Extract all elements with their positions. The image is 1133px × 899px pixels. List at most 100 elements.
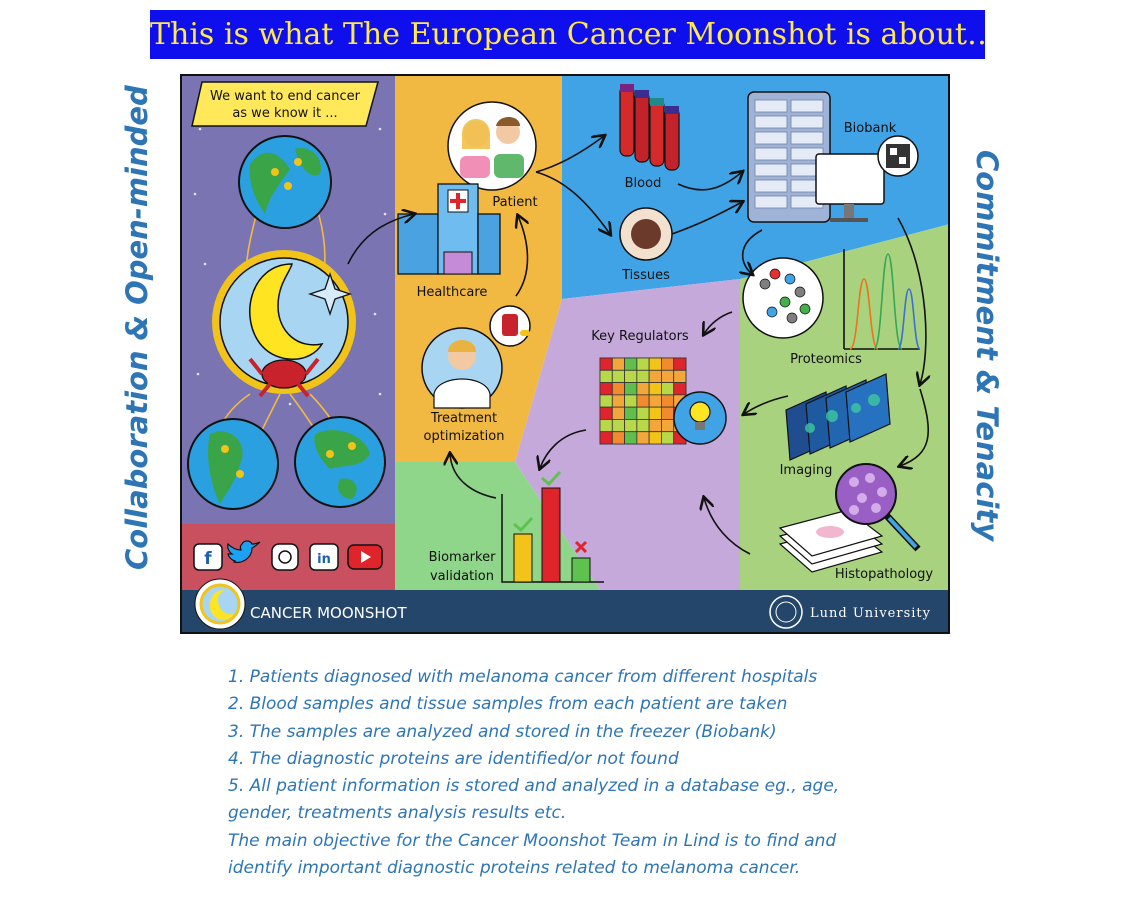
histopathology-slides-icon [778, 509, 884, 573]
heatmap-cell [648, 431, 662, 445]
heatmap-cell [648, 394, 662, 408]
heatmap-cell [624, 394, 638, 408]
heatmap-cell [599, 394, 613, 408]
biobank-label: Biobank [844, 121, 897, 136]
heatmap-cell [611, 431, 625, 445]
note-line: identify important diagnostic proteins r… [228, 858, 801, 879]
note-line: 2. Blood samples and tissue samples from… [228, 694, 788, 715]
heatmap-cell [611, 369, 625, 383]
heatmap-cell [636, 369, 650, 383]
left-side-caption: Collaboration & Open-minded [120, 85, 154, 570]
heatmap-cell [611, 394, 625, 408]
heatmap-cell [661, 406, 675, 420]
instagram-icon[interactable] [271, 543, 299, 571]
moon-crab-logo [212, 250, 356, 398]
heatmap-cell [648, 357, 662, 371]
heatmap-cell [611, 406, 625, 420]
doctor-icon [421, 327, 503, 409]
heatmap-cell [624, 357, 638, 371]
heatmap-cell [673, 357, 687, 371]
svg-text:in: in [317, 552, 331, 567]
patient-icon [447, 101, 537, 191]
biomarker-bar-chart [501, 470, 604, 583]
heatmap-cell [661, 382, 675, 396]
globe-icon [238, 135, 332, 229]
check-icon-1 [513, 516, 534, 533]
cross-icon [574, 540, 588, 554]
svg-text:f: f [204, 549, 212, 569]
healthcare-label: Healthcare [417, 285, 488, 300]
facebook-icon[interactable]: f [193, 543, 223, 571]
page-title: This is what The European Cancer Moonsho… [150, 10, 985, 59]
heatmap-cell [624, 431, 638, 445]
heatmap-cell [673, 382, 687, 396]
blood-tubes-icon [619, 84, 680, 171]
biomarker-label-line-2: validation [430, 569, 494, 584]
heatmap-cell [599, 357, 613, 371]
twitter-icon[interactable] [227, 540, 261, 563]
note-line: 3. The samples are analyzed and stored i… [228, 721, 777, 742]
heatmap-cell [648, 406, 662, 420]
lightbulb-icon [673, 391, 727, 445]
heatmap-grid [599, 357, 687, 445]
biomarker-bar-2 [541, 487, 561, 583]
note-line: gender, treatments analysis results etc. [228, 803, 567, 824]
note-line: 5. All patient information is stored and… [228, 776, 840, 797]
panel-border [180, 74, 950, 634]
youtube-icon[interactable] [347, 544, 383, 570]
biobank-freezer-icon [747, 91, 831, 223]
heatmap-cell [624, 382, 638, 396]
note-line: The main objective for the Cancer Moonsh… [228, 830, 837, 851]
heatmap-cell [636, 419, 650, 433]
heatmap-cell [599, 382, 613, 396]
tissue-sample-icon [619, 207, 673, 261]
imaging-label: Imaging [780, 463, 833, 478]
heatmap-cell [599, 369, 613, 383]
lund-university-seal-icon [769, 595, 803, 629]
heatmap-cell [624, 419, 638, 433]
proteomics-label: Proteomics [790, 352, 862, 367]
heatmap-cell [661, 419, 675, 433]
right-side-caption: Commitment & Tenacity [970, 150, 1004, 542]
speech-line-2: as we know it ... [232, 106, 337, 121]
biomarker-bar-1 [513, 533, 533, 583]
note-line: 4. The diagnostic proteins are identifie… [228, 748, 679, 769]
spectrum-chart-icon [843, 249, 921, 350]
histopathology-label: Histopathology [835, 567, 934, 582]
qr-code-icon [877, 135, 919, 177]
heatmap-cell [611, 419, 625, 433]
heatmap-cell [599, 419, 613, 433]
treatment-label-line-1: Treatment [430, 411, 497, 426]
flow-arrows [347, 136, 928, 555]
heatmap-cell [636, 357, 650, 371]
biomarker-label-line-1: Biomarker [429, 550, 497, 565]
heatmap-cell [636, 394, 650, 408]
heatmap-cell [611, 357, 625, 371]
blood-label: Blood [625, 176, 662, 191]
heatmap-cell [661, 369, 675, 383]
heatmap-cell [648, 369, 662, 383]
heatmap-cell [673, 369, 687, 383]
heatmap-cell [599, 406, 613, 420]
biomarker-bar-3 [571, 557, 591, 583]
tissues-label: Tissues [621, 268, 670, 283]
heatmap-cell [636, 431, 650, 445]
notes-list: 1. Patients diagnosed with melanoma canc… [228, 664, 1108, 882]
heatmap-cell [611, 382, 625, 396]
heatmap-cell [661, 394, 675, 408]
linkedin-icon[interactable]: in [309, 543, 339, 571]
cancer-moonshot-badge-icon [194, 578, 246, 630]
footer-left-text: CANCER MOONSHOT [250, 604, 407, 622]
globe-icon-bottom-right [294, 416, 386, 508]
infographic-panel: We want to end cancer as we know it ... [180, 74, 950, 634]
key-regulators-label: Key Regulators [591, 329, 689, 344]
footer-bar [180, 590, 950, 634]
magnifier-icon [835, 463, 921, 552]
treatment-label-line-2: optimization [424, 429, 505, 444]
imaging-slides-icon [785, 373, 891, 461]
heatmap-cell [648, 382, 662, 396]
heatmap-cell [624, 406, 638, 420]
heatmap-cell [624, 369, 638, 383]
computer-monitor-icon [815, 153, 885, 222]
globe-icon-bottom-left [187, 418, 279, 510]
